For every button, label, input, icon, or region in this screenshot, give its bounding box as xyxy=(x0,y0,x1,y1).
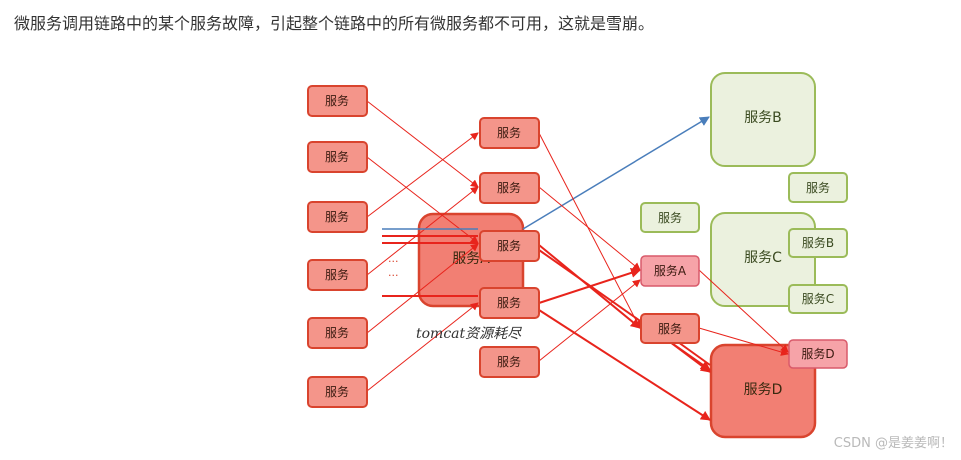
node-label: 服务 xyxy=(806,180,830,195)
node-service-green-top: 服务 xyxy=(788,172,848,203)
node-service-left-2: 服务 xyxy=(307,141,368,173)
node-service-left-1: 服务 xyxy=(307,85,368,117)
node-label: 服务 xyxy=(658,321,682,336)
node-service-right-red: 服务 xyxy=(640,313,700,344)
call-lines xyxy=(366,100,789,421)
node-label: 服务 xyxy=(658,210,682,225)
node-service-left-4: 服务 xyxy=(307,259,368,291)
node-label: 服务 xyxy=(325,149,349,164)
node-service-d-large: 服务D xyxy=(709,343,817,439)
node-label: 服务A xyxy=(654,263,687,278)
node-label: 服务 xyxy=(497,354,521,369)
node-service-mid-1: 服务 xyxy=(479,117,540,149)
node-service-mid-4: 服务 xyxy=(479,287,540,319)
tomcat-exhausted-note: tomcat资源耗尽 xyxy=(416,326,522,342)
node-label: 服务 xyxy=(325,209,349,224)
node-service-mid-3: 服务 xyxy=(479,230,540,262)
node-service-a-small: 服务A xyxy=(640,255,700,287)
node-service-left-6: 服务 xyxy=(307,376,368,408)
node-label: 服务D xyxy=(801,346,834,361)
ellipsis-1: ... xyxy=(388,252,399,265)
node-label: 服务C xyxy=(744,250,782,266)
node-service-left-3: 服务 xyxy=(307,201,368,233)
node-service-mid-2: 服务 xyxy=(479,172,540,204)
node-label: 服务D xyxy=(744,382,783,398)
node-service-left-5: 服务 xyxy=(307,317,368,349)
ellipsis-2: ... xyxy=(388,266,399,279)
node-label: 服务 xyxy=(497,238,521,253)
node-service-d-small: 服务D xyxy=(788,339,848,369)
watermark: CSDN @是姜姜啊！ xyxy=(833,436,953,451)
page-caption: 微服务调用链路中的某个服务故障，引起整个链路中的所有微服务都不可用，这就是雪崩。 xyxy=(14,14,655,33)
node-label: 服务B xyxy=(802,235,834,250)
node-service-green-mid: 服务 xyxy=(640,202,700,233)
node-label: 服务 xyxy=(325,384,349,399)
node-label: 服务 xyxy=(497,180,521,195)
node-service-b-small: 服务B xyxy=(788,228,848,258)
node-service-mid-5: 服务 xyxy=(479,346,540,378)
node-label: 服务 xyxy=(325,325,349,340)
node-label: 服务 xyxy=(497,295,521,310)
node-label: 服务 xyxy=(325,93,349,108)
node-label: 服务B xyxy=(744,110,782,126)
node-service-b-large: 服务B xyxy=(710,72,816,167)
node-service-c-small: 服务C xyxy=(788,284,848,314)
node-label: 服务C xyxy=(802,291,834,306)
node-label: 服务 xyxy=(325,267,349,282)
node-label: 服务 xyxy=(497,125,521,140)
